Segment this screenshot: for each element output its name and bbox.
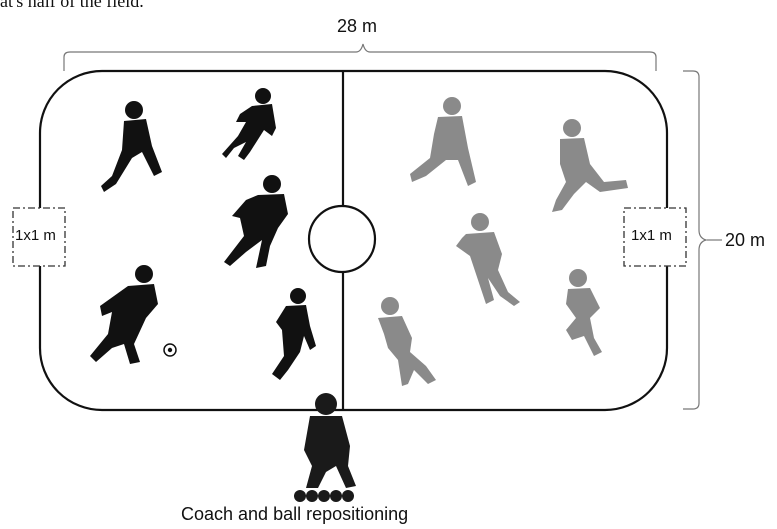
height-label: 20 m — [725, 230, 766, 250]
header-fragment: at's half of the field. — [0, 0, 144, 11]
right-goal — [623, 207, 687, 267]
right-goal-label: 1x1 m — [631, 227, 672, 244]
dark-team — [90, 88, 316, 380]
grey-team — [378, 97, 628, 386]
player-icon — [378, 297, 436, 386]
player-icon — [552, 119, 628, 212]
ball-icon — [163, 343, 177, 357]
player-icon — [272, 288, 316, 380]
player-icon — [456, 213, 520, 306]
height-bracket — [683, 70, 709, 410]
player-icon — [566, 269, 602, 356]
player-icon — [224, 175, 288, 268]
player-icon — [101, 101, 162, 192]
width-bracket — [63, 43, 657, 71]
center-circle — [307, 204, 377, 274]
caption: Coach and ball repositioning — [181, 504, 409, 524]
player-icon — [410, 97, 476, 186]
width-label: 28 m — [337, 16, 378, 36]
ball-row — [294, 490, 354, 502]
player-icon — [90, 265, 158, 364]
coach-icon — [294, 393, 356, 502]
left-goal — [12, 207, 66, 267]
player-icon — [222, 88, 276, 160]
left-goal-label: 1x1 m — [15, 227, 56, 244]
